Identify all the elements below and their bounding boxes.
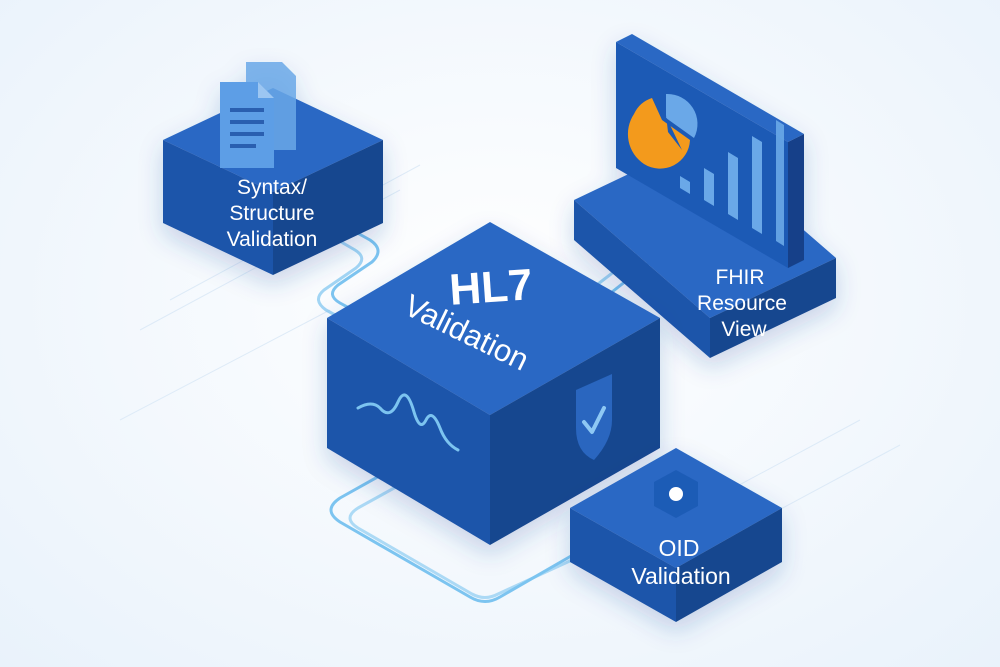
connector-syntax-to-center-2 xyxy=(310,223,364,324)
syntax-label-line1: Syntax/ xyxy=(237,176,307,199)
hl7-title: HL7 xyxy=(448,260,534,315)
syntax-label-line3: Validation xyxy=(227,228,318,251)
oid-label-line2: Validation xyxy=(631,563,730,589)
fhir-label-line2: Resource xyxy=(697,292,787,315)
connector-bottom-loop-2 xyxy=(348,480,574,599)
oid-validation-block[interactable]: OID Validation xyxy=(570,448,782,622)
bar-chart-icon xyxy=(680,120,784,246)
documents-icon xyxy=(220,62,296,168)
fhir-label-line3: View xyxy=(721,318,767,341)
hl7-validation-cube[interactable]: HL7 Validation xyxy=(327,222,660,545)
syntax-structure-block[interactable]: Syntax/ Structure Validation xyxy=(163,62,383,275)
waveform-icon xyxy=(356,393,460,452)
fhir-resource-view-block[interactable]: FHIR Resource View xyxy=(574,34,836,358)
hexagon-dot-icon xyxy=(654,470,698,518)
dashboard-monitor-icon xyxy=(616,34,804,268)
syntax-label-line2: Structure xyxy=(229,202,314,225)
connector-syntax-to-center xyxy=(323,213,380,317)
shield-check-icon xyxy=(576,374,612,460)
oid-label-line1: OID xyxy=(659,535,700,561)
pie-chart-icon xyxy=(627,93,698,169)
fhir-label-line1: FHIR xyxy=(716,266,765,289)
connector-bottom-loop xyxy=(329,468,580,603)
